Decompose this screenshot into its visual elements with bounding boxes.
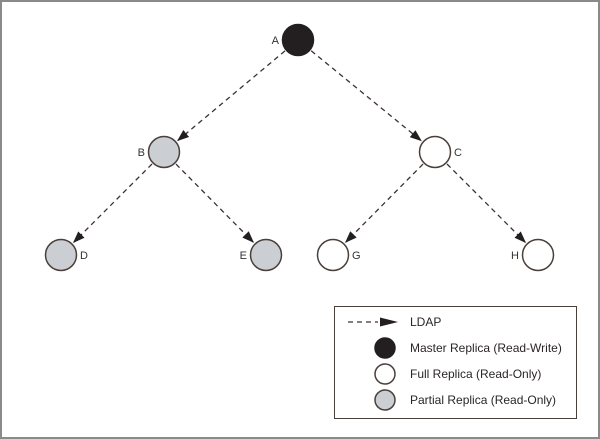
node-label-b: B (138, 147, 145, 159)
node-a (281, 23, 315, 57)
full-replica-icon (374, 363, 396, 385)
ldap-arrowhead-icon (380, 317, 398, 327)
node-label-c: C (454, 147, 462, 159)
edge-a-b (177, 50, 286, 142)
edges-layer (72, 50, 527, 244)
legend-items: LDAP Master Replica (Read-Write) Full Repl… (348, 315, 562, 411)
node-label-g: G (352, 250, 361, 262)
node-label-e: E (240, 250, 247, 262)
nodes-layer: A B C D E G H (44, 23, 555, 272)
legend-label-ldap-arrow: LDAP (410, 315, 441, 329)
node-h (521, 238, 555, 272)
node-c (418, 135, 452, 169)
node-label-a: A (272, 35, 280, 47)
edge-c-g (344, 163, 424, 243)
node-g (316, 238, 350, 272)
node-e (249, 238, 283, 272)
legend-label-partial: Partial Replica (Read-Only) (410, 393, 556, 407)
node-b (147, 135, 181, 169)
legend: LDAP Master Replica (Read-Write) Full Repl… (334, 306, 577, 419)
edge-a-c (310, 50, 422, 142)
partial-replica-icon (374, 389, 396, 411)
edge-b-d (72, 163, 153, 244)
master-replica-icon (374, 337, 396, 359)
edge-b-e (175, 163, 255, 243)
legend-label-full: Full Replica (Read-Only) (410, 367, 541, 381)
node-d (44, 238, 78, 272)
edge-c-h (446, 163, 527, 244)
node-label-d: D (80, 250, 88, 262)
legend-label-master: Master Replica (Read-Write) (410, 341, 562, 355)
node-label-h: H (511, 250, 519, 262)
